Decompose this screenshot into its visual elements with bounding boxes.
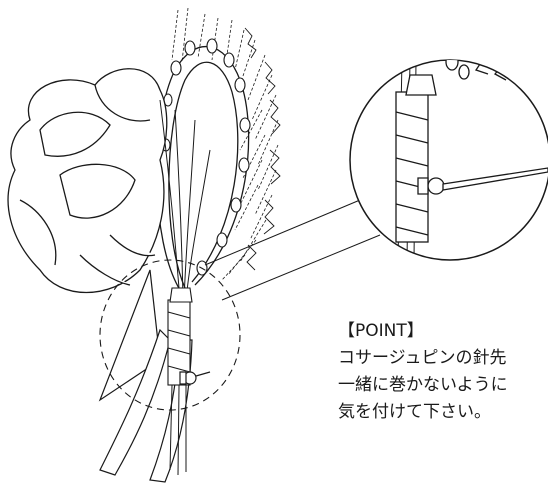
leader-line-top xyxy=(204,199,361,266)
note-line-3: 気を付けて下さい。 xyxy=(338,402,491,422)
tape-wrap xyxy=(167,287,193,386)
tulle-zigzag xyxy=(244,27,281,271)
note-line-1: コサージュピンの針先 xyxy=(338,348,507,368)
corsage-pin xyxy=(179,371,211,385)
focus-dashed-circle xyxy=(99,259,241,411)
beads xyxy=(161,38,251,276)
note-heading: 【POINT】 xyxy=(338,321,424,341)
rose-flower xyxy=(7,68,168,294)
point-note: 【POINT】 コサージュピンの針先 一緒に巻かないように 気を付けて下さい。 xyxy=(338,318,548,426)
magnified-circle xyxy=(349,59,548,261)
magnified-detail xyxy=(395,60,548,260)
leader-line-bottom xyxy=(221,234,381,301)
note-line-2: 一緒に巻かないように xyxy=(338,375,508,395)
